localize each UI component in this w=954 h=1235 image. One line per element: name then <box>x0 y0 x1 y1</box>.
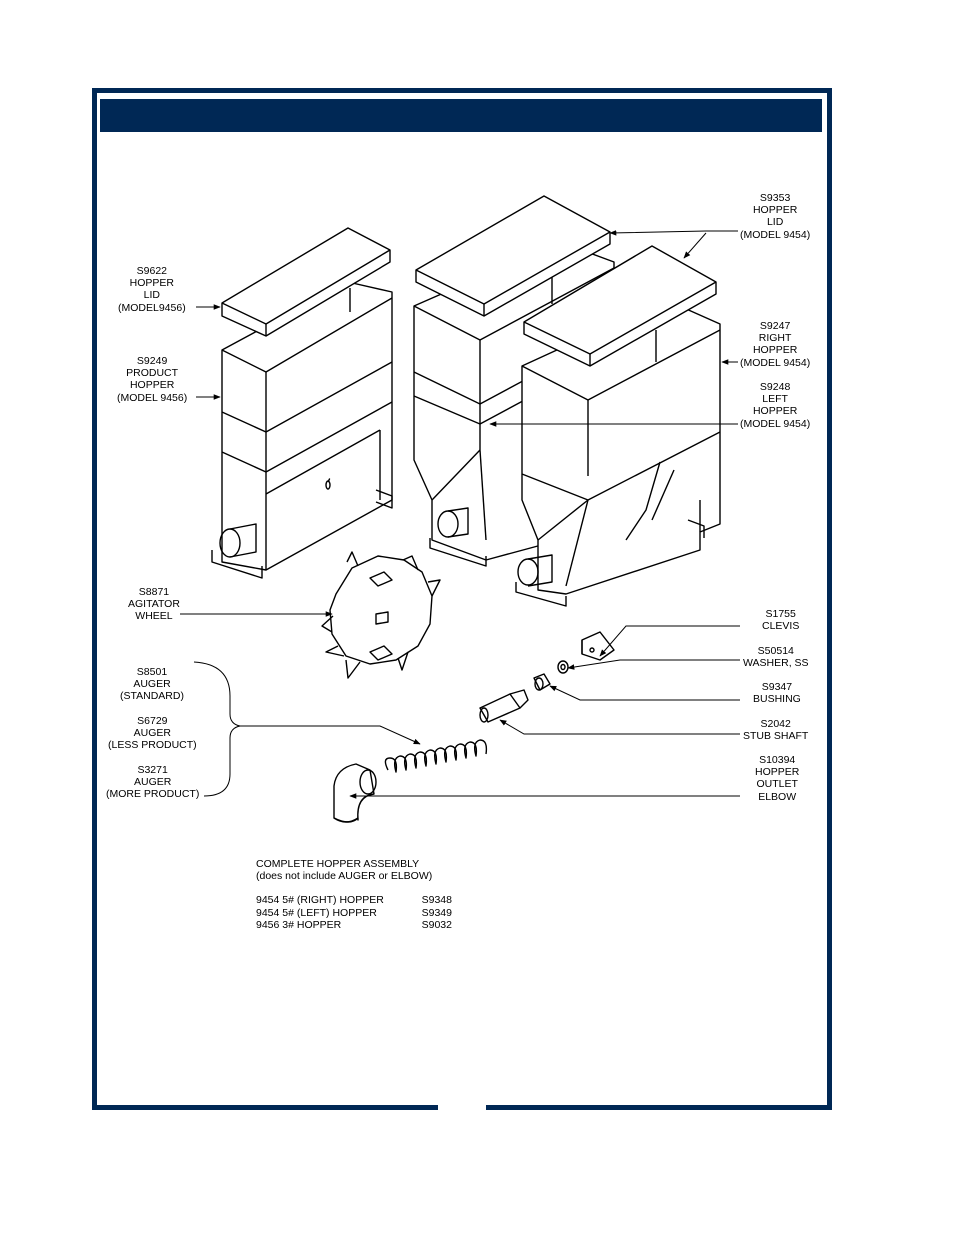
stub-shaft <box>479 689 529 723</box>
assembly-title: COMPLETE HOPPER ASSEMBLY <box>256 858 420 870</box>
header-bar <box>100 99 822 132</box>
assembly-item-part: S9348 <box>421 894 452 907</box>
assembly-item-name: 9456 3# HOPPER <box>256 918 342 931</box>
assembly-row: 9454 5# (RIGHT) HOPPER S9348 <box>256 894 452 906</box>
assembly-row: 9454 5# (LEFT) HOPPER S9349 <box>256 907 452 919</box>
assembly-item-name: 9454 5# (LEFT) HOPPER <box>256 906 377 919</box>
assembly-item-part: S9032 <box>421 918 452 931</box>
footer-gap <box>438 1102 486 1114</box>
agitator-wheel <box>321 551 441 679</box>
assembly-note: (does not include AUGER or ELBOW) <box>256 870 433 883</box>
complete-assembly-list: COMPLETE HOPPER ASSEMBLY (does not inclu… <box>256 858 452 931</box>
product-hopper-9456 <box>211 281 393 579</box>
assembly-row: 9456 3# HOPPER S9032 <box>256 919 452 931</box>
hopper-lid-9456 <box>221 227 391 337</box>
washer <box>557 660 569 674</box>
hopper-lid-9454-right <box>523 245 717 367</box>
bushing <box>533 673 551 691</box>
assembly-item-part: S9349 <box>421 906 452 919</box>
auger-coil <box>384 739 488 773</box>
outlet-elbow <box>333 763 377 823</box>
right-hopper-9454 <box>515 299 721 607</box>
assembly-item-name: 9454 5# (RIGHT) HOPPER <box>256 894 384 907</box>
hopper-lid-9454-center <box>415 195 611 317</box>
